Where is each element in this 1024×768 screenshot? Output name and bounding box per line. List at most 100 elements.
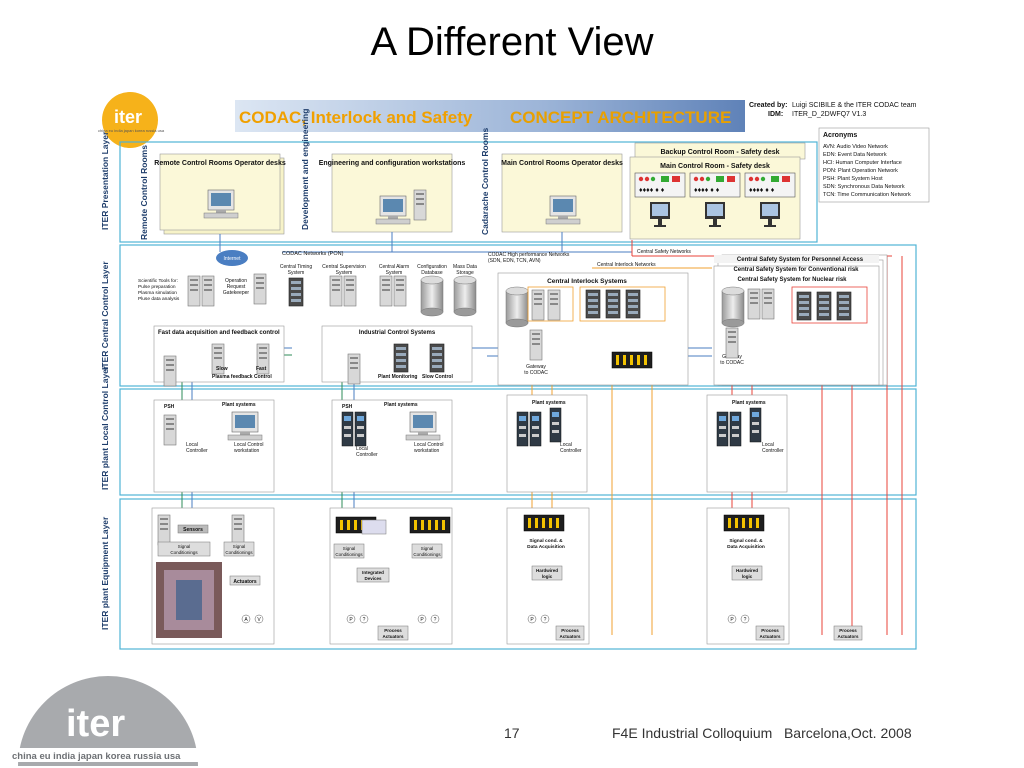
industrial-control-box: Industrial Control Systems Plant Monitor… (321, 325, 473, 385)
equipment-industrial-group: Signal Conditionings Signal Conditioning… (329, 507, 453, 645)
presentation-layer-label: ITER Presentation Layer (100, 131, 110, 230)
svg-text:Industrial Control Systems: Industrial Control Systems (359, 330, 436, 336)
svg-text:V: V (257, 617, 261, 623)
svg-text:P: P (420, 617, 424, 623)
alarm-label: System (386, 270, 403, 276)
svg-text:logic: logic (742, 574, 753, 579)
internet-cloud: Internet (216, 250, 248, 266)
svg-text:?: ? (544, 617, 547, 623)
svg-text:P: P (730, 617, 734, 623)
svg-text:Fast: Fast (256, 366, 267, 372)
svg-text:Process: Process (384, 628, 402, 633)
svg-text:Central Safety System for Conv: Central Safety System for Conventional r… (733, 267, 859, 273)
banner-title-part2: CONCEPT ARCHITECTURE (510, 108, 731, 127)
svg-text:?: ? (363, 617, 366, 623)
local-controller-label: Local (356, 446, 368, 452)
svg-text:Signal cond. &: Signal cond. & (729, 538, 763, 544)
storage-label: Mass Data (453, 264, 477, 270)
iter-logo-small: iter china eu india japan korea russia u… (98, 92, 165, 148)
svg-text:Actuators: Actuators (837, 634, 859, 639)
svg-text:Signal: Signal (421, 546, 434, 551)
svg-text:Signal: Signal (343, 546, 356, 551)
central-interlock-systems: Central Interlock Systems Gateway to COD… (497, 272, 689, 386)
svg-text:Sensors: Sensors (183, 527, 203, 533)
server-icon (393, 275, 407, 307)
remote-operator-desks: Remote Control Rooms Operator desks (154, 153, 286, 235)
server-icon (253, 273, 267, 305)
cadarache-label: Cadarache Control Rooms (480, 128, 490, 235)
svg-text:Hardwired: Hardwired (536, 568, 558, 573)
svg-text:Plant systems: Plant systems (384, 402, 418, 408)
svg-text:Backup Control Room - Safety d: Backup Control Room - Safety desk (660, 149, 779, 156)
presentation-layer-frame (119, 141, 818, 243)
gatekeeper-label: Request (227, 284, 246, 290)
acronyms-box: Acronyms AVN: Audio Video Network EDN: E… (818, 127, 930, 203)
server-icon (201, 275, 215, 307)
local-controller-label: Controller (356, 452, 378, 458)
svg-text:Data Acquisition: Data Acquisition (727, 544, 765, 550)
svg-text:Signal cond. &: Signal cond. & (529, 538, 563, 544)
local-safety-plant: Plant systems Local Controller (706, 394, 788, 493)
acronym-item: TCN: Time Communication Network (823, 192, 911, 198)
server-icon (379, 275, 393, 307)
server-icon (329, 275, 343, 307)
acronym-item: AVN: Audio Video Network (823, 144, 888, 150)
main-operator-desks: Main Control Rooms Operator desks (501, 153, 623, 233)
svg-text:Hardwired: Hardwired (736, 568, 758, 573)
svg-text:china eu india japan korea rus: china eu india japan korea russia usa (12, 751, 181, 762)
equipment-interlock-group: Signal cond. & Data Acquisition Hardwire… (506, 507, 590, 645)
svg-text:Slow: Slow (216, 366, 228, 372)
local-controller-label: Controller (186, 448, 208, 454)
footer-text: F4E Industrial Colloquium Barcelona,Oct.… (612, 725, 912, 741)
gateway-label: to CODAC (720, 360, 744, 366)
svg-text:Central Safety System for Nucl: Central Safety System for Nuclear risk (737, 277, 847, 283)
rack-icon (288, 277, 304, 307)
page-number: 17 (504, 725, 520, 741)
svg-text:Acronyms: Acronyms (823, 132, 857, 139)
local-ws-label: Local Control (234, 442, 263, 448)
local-interlock-plant: Plant systems Local Controller (506, 394, 588, 493)
codac-pon-label: CODAC Networks (PON) (282, 251, 344, 257)
safety-desks: Backup Control Room - Safety desk Main C… (629, 142, 806, 240)
gateway-label: to CODAC (524, 370, 548, 376)
config-db-label: Database (421, 270, 443, 276)
development-label: Development and engineering (300, 109, 310, 230)
svg-text:iter: iter (66, 703, 125, 745)
svg-text:Plant systems: Plant systems (222, 402, 256, 408)
svg-text:Actuators: Actuators (559, 634, 581, 639)
svg-text:Internet: Internet (224, 256, 242, 262)
hpn-label: CODAC High performance Networks (488, 252, 570, 258)
svg-text:PSH: PSH (164, 404, 175, 410)
svg-text:Plant Monitoring: Plant Monitoring (378, 374, 417, 380)
acronym-item: SDN: Synchronous Data Network (823, 184, 905, 190)
acronym-item: HCI: Human Computer Interface (823, 160, 902, 166)
sci-tools-item: Pluse data analysis (138, 296, 180, 302)
equipment-tokamak-group: Sensors Signal Conditionings Signal Cond… (151, 507, 275, 645)
svg-text:Conditionings: Conditionings (170, 550, 198, 555)
svg-text:Process: Process (839, 628, 857, 633)
gatekeeper-label: Gatekeeper (223, 290, 249, 296)
acronym-item: PON: Plant Operation Network (823, 168, 898, 174)
timing-label: System (288, 270, 305, 276)
local-ws-label: Local Control (414, 442, 443, 448)
svg-text:Actuators: Actuators (759, 634, 781, 639)
database-icon (420, 275, 444, 317)
svg-text:?: ? (434, 617, 437, 623)
engineering-workstations: Engineering and configuration workstatio… (319, 153, 465, 233)
svg-text:Process: Process (761, 628, 779, 633)
svg-text:Plant systems: Plant systems (532, 400, 566, 406)
svg-text:Actuators: Actuators (382, 634, 404, 639)
svg-text:P: P (349, 617, 353, 623)
svg-text:Plasma feedback Control: Plasma feedback Control (212, 374, 272, 380)
storage-label: Storage (456, 270, 474, 276)
server-icon (187, 275, 201, 307)
svg-text:Signal: Signal (178, 544, 191, 549)
hpn-sub-label: (SDN, EDN, TCN, AVN) (488, 258, 541, 264)
sci-tools-label: Scientific Tools for: (138, 278, 178, 284)
local-layer-frame (119, 388, 917, 496)
svg-text:Main Control Room - Safety des: Main Control Room - Safety desk (660, 163, 770, 170)
svg-text:P: P (530, 617, 534, 623)
svg-text:iter: iter (114, 107, 142, 127)
idm-id: ITER_D_2DWFQ7 V1.3 (792, 111, 866, 118)
local-controller-label: Controller (762, 448, 784, 454)
